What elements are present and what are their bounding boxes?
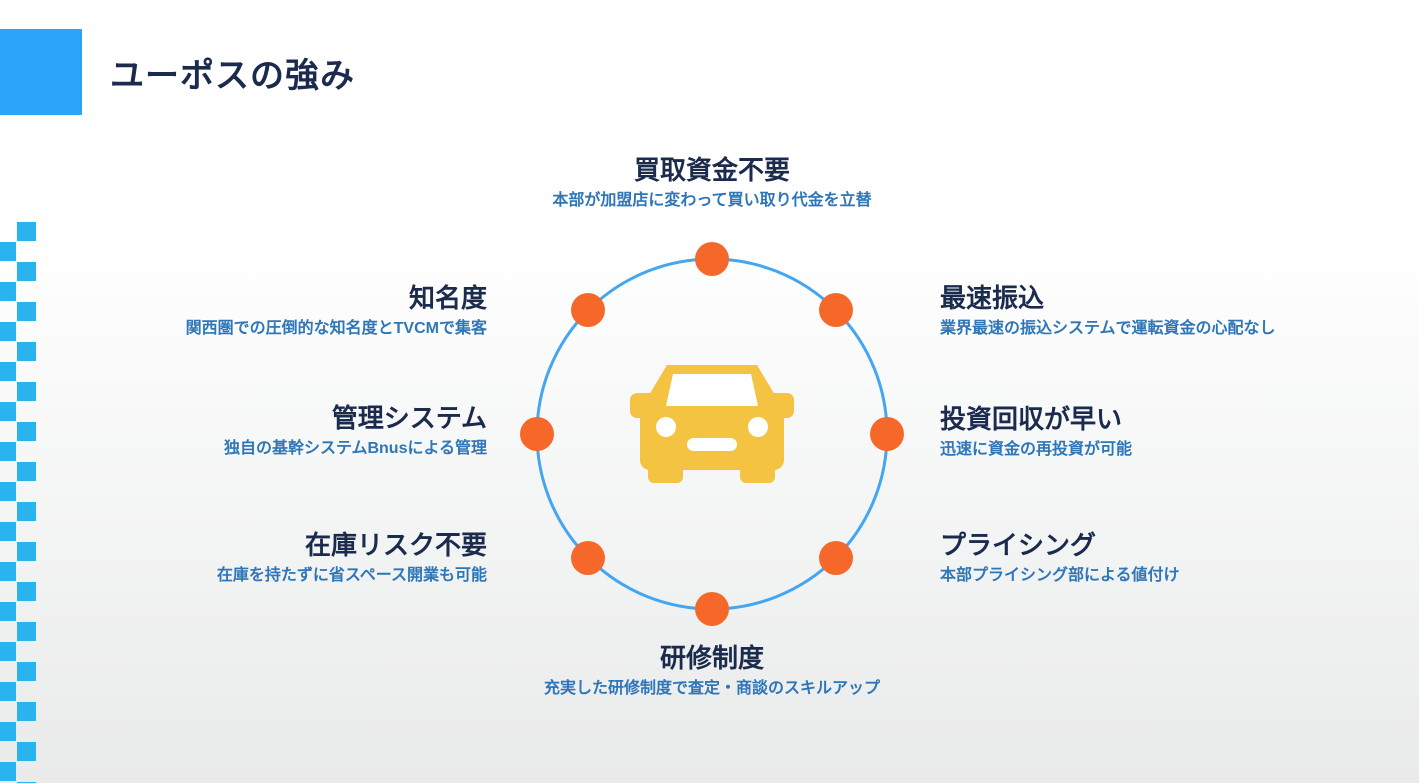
- item-subtitle: 業界最速の振込システムで運転資金の心配なし: [940, 319, 1276, 337]
- diagram-item-bottom: 研修制度 充実した研修制度で査定・商談のスキルアップ: [543, 643, 881, 698]
- car-body: [640, 408, 784, 470]
- diagram-item-left-top: 知名度 関西圏での圧倒的な知名度とTVCMで集客: [185, 283, 487, 338]
- diagram-item-top: 買取資金不要 本部が加盟店に変わって買い取り代金を立替: [552, 155, 872, 210]
- checker-pattern: [0, 222, 36, 783]
- car-mirror-left: [630, 393, 657, 418]
- diagram-item-right-bottom: プライシング 本部プライシング部による値付け: [940, 530, 1180, 585]
- item-title: 買取資金不要: [633, 155, 791, 185]
- item-subtitle: 独自の基幹システムBnusによる管理: [223, 439, 487, 457]
- node-dot-right-bottom: [819, 541, 853, 575]
- node-dot-left-bottom: [571, 541, 605, 575]
- item-title: 最速振込: [940, 283, 1045, 313]
- item-subtitle: 在庫を持たずに省スペース開業も可能: [216, 566, 487, 584]
- item-subtitle: 本部が加盟店に変わって買い取り代金を立替: [552, 191, 872, 209]
- node-dot-bottom: [695, 592, 729, 626]
- car-roof: [637, 365, 787, 415]
- item-title: プライシング: [940, 530, 1097, 560]
- node-dot-top: [695, 242, 729, 276]
- item-title: 研修制度: [659, 643, 765, 673]
- node-dot-left-middle: [520, 417, 554, 451]
- diagram-item-right-middle: 投資回収が早い 迅速に資金の再投資が可能: [940, 404, 1133, 459]
- car-mirror-right: [767, 393, 794, 418]
- accent-square: [0, 29, 82, 115]
- diagram-item-right-top: 最速振込 業界最速の振込システムで運転資金の心配なし: [940, 283, 1276, 338]
- item-subtitle: 迅速に資金の再投資が可能: [940, 440, 1133, 458]
- car-headlight-right: [748, 417, 768, 437]
- item-title: 知名度: [408, 283, 487, 313]
- page-title: ユーポスの強み: [110, 57, 355, 95]
- car-windshield: [666, 374, 758, 406]
- diagram-item-left-bottom: 在庫リスク不要 在庫を持たずに省スペース開業も可能: [216, 530, 487, 585]
- node-dot-right-middle: [870, 417, 904, 451]
- car-grille: [687, 438, 737, 451]
- item-title: 在庫リスク不要: [304, 530, 487, 560]
- diagram-item-left-middle: 管理システム 独自の基幹システムBnusによる管理: [223, 403, 487, 458]
- car-wheel-right: [740, 455, 775, 483]
- node-dot-left-top: [571, 293, 605, 327]
- item-subtitle: 充実した研修制度で査定・商談のスキルアップ: [543, 679, 881, 697]
- car-wheel-left: [648, 455, 683, 483]
- item-subtitle: 本部プライシング部による値付け: [940, 566, 1180, 584]
- item-subtitle: 関西圏での圧倒的な知名度とTVCMで集客: [185, 319, 487, 337]
- item-title: 管理システム: [331, 403, 487, 433]
- connector-circle: [535, 257, 889, 611]
- car-icon: [630, 365, 794, 483]
- car-headlight-left: [656, 417, 676, 437]
- item-title: 投資回収が早い: [940, 404, 1123, 434]
- node-dot-right-top: [819, 293, 853, 327]
